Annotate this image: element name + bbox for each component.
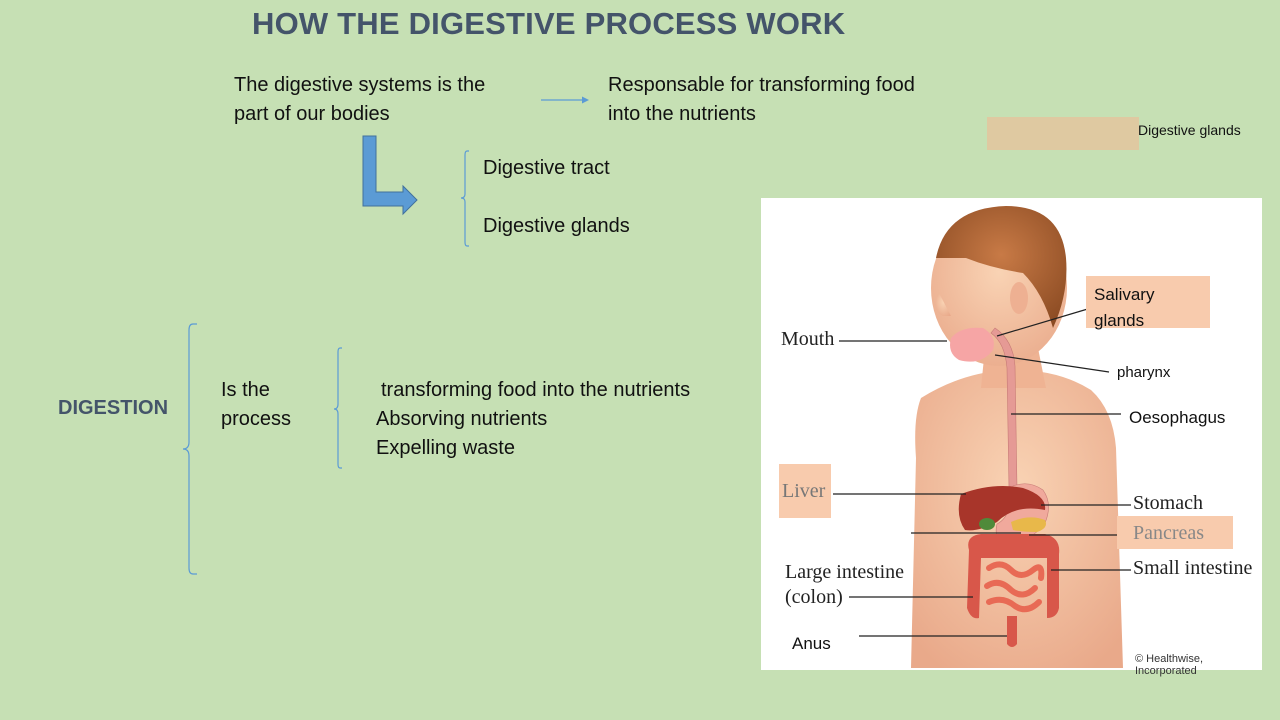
label-liver: Liver — [782, 480, 826, 502]
intro-left-text: The digestive systems is the part of our… — [234, 74, 486, 125]
label-oesophagus: Oesophagus — [1129, 408, 1226, 427]
anatomy-figure: Mouth Salivary glands pharynx Oesophagus… — [761, 198, 1262, 677]
label-salivary-glands: Salivary glands — [1086, 276, 1210, 330]
small-intestine-shape — [984, 561, 1045, 613]
label-anus: Anus — [792, 634, 831, 653]
steps-brace — [333, 347, 342, 469]
rectum-shape — [1007, 616, 1017, 647]
bent-arrow-icon — [362, 135, 418, 216]
anatomy-illustration — [833, 206, 1131, 668]
parts-item-glands: Digestive glands — [483, 215, 630, 237]
leader-lines — [833, 307, 1131, 637]
nose-shape — [935, 293, 951, 316]
label-large-intestine: Large intestine (colon) — [785, 561, 905, 608]
liver-shape — [958, 486, 1046, 531]
step-transforming: transforming food into the nutrients — [381, 379, 691, 401]
legend-label: Digestive glands — [1138, 122, 1241, 138]
digestion-is-text: Is the process — [221, 379, 292, 430]
large-intestine-shape — [967, 534, 1060, 619]
pancreas-shape — [1011, 517, 1046, 532]
intro-right-text: Responsable for transforming food into t… — [608, 74, 915, 125]
ear-shape — [1010, 282, 1028, 314]
step-absorbing: Absorving nutrients — [376, 408, 548, 430]
parts-item-tract: Digestive tract — [483, 157, 610, 179]
label-mouth: Mouth — [781, 328, 835, 350]
page-title: HOW THE DIGESTIVE PROCESS WORK — [252, 6, 846, 41]
mouth-cavity-shape — [950, 327, 994, 362]
pancreas-highlight — [1117, 516, 1233, 549]
figure-credit: © Healthwise, Incorporated — [1135, 653, 1204, 677]
legend-swatch — [987, 117, 1139, 150]
liver-highlight — [779, 464, 831, 518]
gallbladder-shape — [979, 518, 995, 530]
label-pancreas: Pancreas — [1133, 522, 1205, 544]
digestion-term: DIGESTION — [58, 397, 169, 419]
step-expelling: Expelling waste — [376, 437, 515, 459]
label-small-intestine: Small intestine — [1133, 557, 1253, 579]
right-arrow-icon — [541, 96, 589, 104]
hair-shape — [936, 206, 1067, 328]
label-pharynx: pharynx — [1117, 364, 1171, 381]
digestion-brace — [182, 323, 197, 575]
parts-brace — [460, 150, 469, 247]
label-stomach: Stomach — [1133, 492, 1203, 514]
